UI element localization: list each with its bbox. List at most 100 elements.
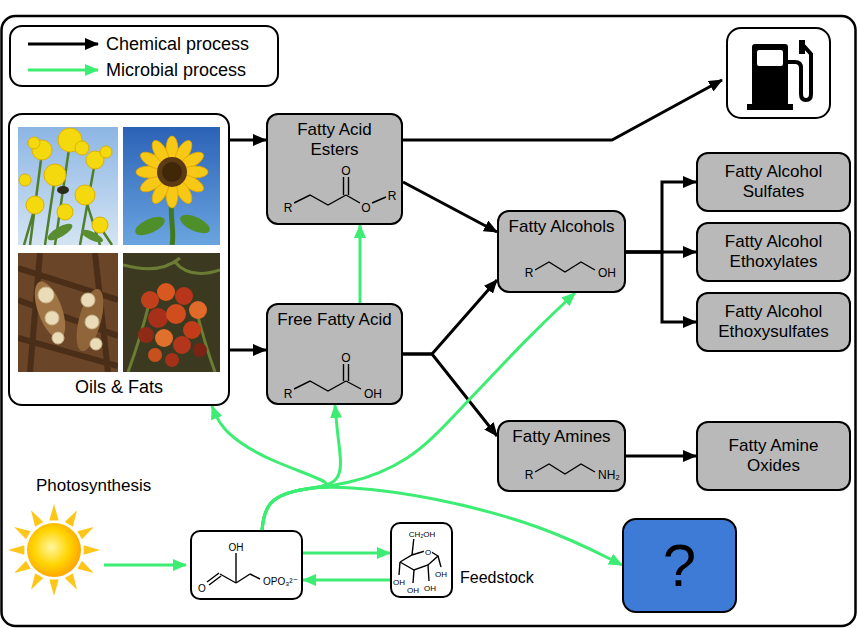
atom-label: OPO₃²⁻: [262, 577, 299, 587]
fuel-pump-icon: [752, 44, 788, 106]
atom-label: OH: [423, 585, 437, 593]
atom-label: OH: [392, 579, 406, 587]
source-panel: Oils & Fats: [8, 113, 230, 406]
soybean-photo: [18, 253, 118, 372]
soybean-photo: [18, 253, 118, 372]
text-holder: R: [524, 465, 535, 483]
chemical-arrow: [403, 182, 497, 232]
process-box: Free Fatty AcidO R OH: [266, 303, 403, 405]
chemical-bond: [413, 570, 414, 583]
atom-label: O: [424, 549, 432, 557]
chemical-bond: [372, 197, 386, 203]
text-holder: NH₂: [597, 465, 621, 483]
atom-label: R: [283, 388, 294, 400]
atom-label: OH: [406, 587, 420, 595]
fuel-pump-icon: [747, 104, 793, 110]
unknown-product-box: ?: [622, 518, 737, 613]
legend-text: Chemical process: [106, 34, 249, 54]
outer-frame: [2, 16, 856, 626]
product-box: Fatty Amine Oxides: [696, 421, 851, 491]
text-holder: R: [387, 186, 398, 204]
chemical-bond: [209, 576, 221, 585]
soybean-photo: [90, 338, 102, 350]
rapeseed-photo: [57, 186, 69, 194]
microbial-arrow: [303, 579, 390, 582]
chemical-bond: [400, 550, 438, 570]
chemical-bond: [343, 176, 344, 195]
palm-fruit-photo: [148, 348, 162, 362]
chemical-arrow: [403, 354, 497, 436]
atom-label: R: [524, 469, 535, 481]
sunlight-arrow: [104, 565, 186, 566]
text-holder: Oils & Fats: [10, 377, 228, 398]
rapeseed-photo: [19, 174, 31, 186]
palm-fruit-photo: [166, 304, 186, 324]
soybean-photo: [38, 287, 54, 303]
atom-label: O: [197, 584, 207, 594]
feedstock-label: Feedstock: [459, 570, 535, 586]
palm-fruit-photo: [123, 258, 220, 372]
box-label: Fatty Alcohol Ethoxysulfates: [709, 302, 839, 341]
sun-symbol: [84, 545, 100, 554]
text-holder: Fatty Alcohol Ethoxylates: [698, 224, 849, 280]
soybean-photo: [52, 332, 64, 344]
fuel-pump-icon: [799, 40, 805, 54]
text-holder: OPO₃²⁻: [262, 571, 299, 589]
process-box: Fatty AlcoholsROH: [497, 210, 626, 293]
text-holder: Free Fatty Acid: [268, 310, 401, 330]
chemical-arrow: [403, 280, 497, 354]
text-holder: R: [283, 384, 294, 402]
chemical-arrow: [626, 252, 696, 322]
chemical-arrow: [230, 349, 266, 352]
process-label: Photosynthesis: [36, 476, 151, 495]
sun-symbol: [8, 545, 24, 554]
palm-fruit-photo: [193, 343, 207, 357]
sunflower-photo: [133, 213, 168, 239]
fuel-pump-icon: [727, 28, 830, 118]
chemical-bond: [294, 195, 346, 205]
sun-symbol: [49, 504, 58, 520]
atom-label: NH₂: [597, 469, 621, 481]
atom-label: OH: [434, 571, 448, 579]
sun-symbol: [65, 573, 81, 592]
chemical-arrow: [626, 182, 696, 252]
palm-fruit-photo: [165, 353, 179, 367]
chemical-bond: [428, 565, 429, 581]
rapeseed-photo: [75, 141, 89, 155]
chemical-bond: [399, 562, 400, 575]
chemical-bond: [348, 176, 349, 195]
microbial-arrow: [262, 293, 575, 530]
sun-symbol: [12, 561, 31, 577]
soybean-photo: [38, 287, 102, 350]
chemical-bond: [535, 464, 595, 474]
text-holder: Fatty Acid Esters: [268, 120, 401, 159]
atom-label: OH: [363, 388, 383, 400]
product-box: Fatty Alcohol Ethoxysulfates: [696, 292, 851, 352]
sun-symbol: [49, 580, 58, 596]
box-label: Fatty Alcohol Ethoxylates: [709, 232, 839, 271]
atom-label: R: [283, 202, 294, 214]
sun-symbol: [65, 508, 81, 527]
text-holder: CH₂OH: [408, 523, 437, 541]
text-holder: O: [340, 161, 351, 179]
sun-symbol: [77, 561, 96, 577]
text-holder: OH: [406, 579, 420, 597]
box-label: Fatty Amine Oxides: [709, 436, 839, 475]
text-holder: O: [360, 198, 371, 216]
sunlight-arrow: [104, 564, 186, 567]
chemical-bond: [294, 381, 346, 391]
box-label: Fatty Acid Esters: [279, 120, 391, 159]
atom-label: O: [340, 352, 351, 364]
sunflower-photo: [123, 127, 220, 245]
sun-symbol: [27, 523, 81, 577]
chemical-bond: [438, 556, 441, 567]
text-holder: OH: [392, 571, 406, 589]
box-label: Fatty Amines: [512, 427, 610, 447]
text-holder: OH: [363, 384, 383, 402]
rapeseed-photo: [57, 204, 73, 220]
chemical-bond: [535, 262, 595, 272]
atom-label: CH₂OH: [408, 531, 437, 539]
fuel-pump-icon: [727, 28, 830, 118]
molecule-box: OHOOPO₃²⁻: [190, 530, 303, 600]
text-holder: Fatty Alcohol Ethoxysulfates: [698, 294, 849, 350]
